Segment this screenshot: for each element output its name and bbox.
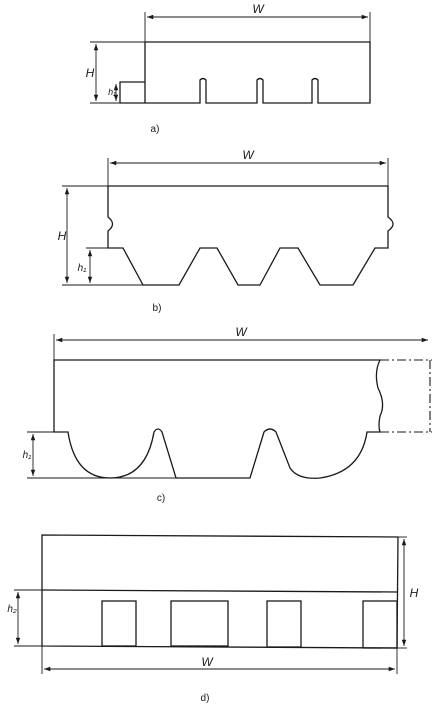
figure-b-height-label: H	[58, 229, 67, 243]
figure-a: W H h₁ a)	[86, 2, 371, 135]
figure-b: W H h₁ b)	[58, 148, 394, 314]
figure-d-caption: d)	[201, 693, 210, 704]
figure-b-shingle-outline	[107, 185, 394, 286]
figure-c-cut-label: h₁	[23, 450, 32, 461]
figure-a-caption: a)	[151, 124, 160, 135]
figure-c-shingle-outline	[53, 359, 384, 479]
figure-d: H h₂ W d)	[7, 534, 419, 704]
figure-b-caption: b)	[153, 303, 162, 314]
figure-d-width-label: W	[201, 655, 214, 669]
figure-b-cut-label: h₁	[78, 263, 87, 274]
figure-c-caption: c)	[157, 493, 165, 504]
figure-d-tab-3	[266, 600, 302, 648]
figure-d-cut-label: h₂	[7, 604, 17, 615]
figure-b-width-label: W	[242, 148, 255, 162]
figure-c: W h₁ c)	[23, 325, 432, 504]
figure-c-width-label: W	[235, 325, 248, 339]
figure-d-tab-2	[170, 600, 229, 647]
figure-d-tab-4	[362, 600, 398, 649]
figure-d-cut-line	[41, 589, 398, 593]
figure-d-height-label: H	[410, 586, 419, 600]
figure-a-height-label: H	[86, 66, 95, 80]
figure-d-tab-1	[101, 600, 137, 647]
figure-a-shingle-outline	[119, 41, 371, 104]
figure-a-cut-label: h₁	[108, 87, 116, 97]
figure-a-width-label: W	[252, 2, 265, 16]
